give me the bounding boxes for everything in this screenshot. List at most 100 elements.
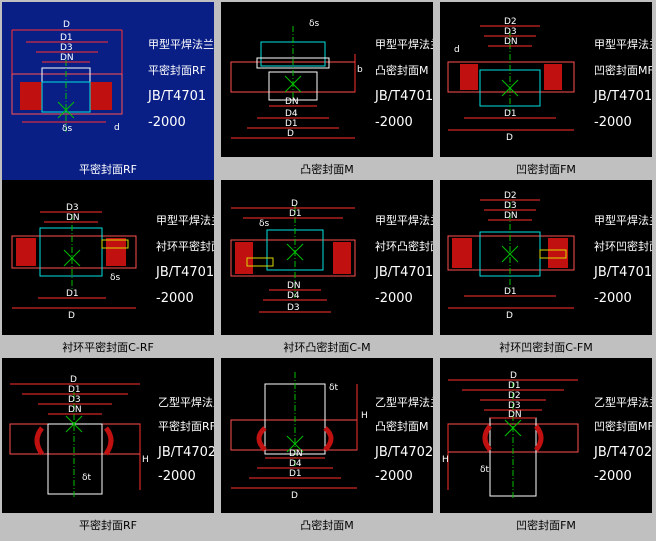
spec-line-3: JB/T4702 — [157, 445, 214, 460]
dim-D3: D3 — [287, 303, 300, 313]
flange-drawing: DN D4 D1 D δt H — [230, 372, 368, 501]
dim-D1: D1 — [289, 209, 302, 219]
spec-line-2: 凹密封面MF — [594, 63, 652, 77]
drawing-tile-7[interactable]: D D1 D3 DN δt H 乙型平焊法兰 平密封面RF JB/T4702 -… — [2, 358, 214, 536]
dim-delta-s: δs — [309, 19, 320, 29]
drawing-caption: 凹密封面FM — [516, 162, 576, 176]
spec-line-1: 甲型平焊法兰 — [594, 213, 652, 227]
dim-D: D — [291, 491, 298, 501]
drawing-caption: 凹密封面FM — [516, 518, 576, 532]
flange-drawing: D2 D3 DN D1 D — [447, 191, 575, 321]
spec-line-3: JB/T4701 — [147, 89, 206, 104]
dim-DN: DN — [508, 410, 522, 420]
spec-line-1: 甲型平焊法兰 — [375, 37, 433, 51]
spec-line-4: -2000 — [594, 469, 632, 484]
dim-D1: D1 — [66, 289, 79, 299]
flange-drawing: D D1 DN D4 D3 δs — [230, 199, 356, 313]
dim-D1: D1 — [60, 33, 73, 43]
spec-line-2: 平密封面RF — [148, 63, 206, 77]
dim-D: D — [68, 311, 75, 321]
spec-line-4: -2000 — [375, 291, 413, 306]
dim-D1: D1 — [285, 119, 298, 129]
spec-line-4: -2000 — [375, 115, 413, 130]
dim-D3: D3 — [508, 401, 521, 411]
spec-line-1: 甲型平焊法兰 — [594, 37, 652, 51]
drawing-canvas: D D1 DN D4 D3 δs 甲型平焊法兰 衬环凸密封面 JB/T4701 … — [221, 180, 433, 335]
spec-line-4: -2000 — [594, 115, 632, 130]
dim-D4: D4 — [289, 459, 302, 469]
spec-line-3: JB/T4702 — [593, 445, 652, 460]
dim-DN: DN — [504, 211, 518, 221]
drawing-tile-5[interactable]: D D1 DN D4 D3 δs 甲型平焊法兰 衬环凸密封面 JB/T4701 … — [221, 180, 433, 358]
spec-line-1: 甲型平焊法兰 — [375, 213, 433, 227]
spec-line-3: JB/T4701 — [374, 265, 433, 280]
dim-H: H — [142, 455, 149, 465]
drawing-tile-6[interactable]: D2 D3 DN D1 D 甲型平焊法兰 衬环凹密封面 JB/T4701 -20… — [440, 180, 652, 358]
dim-delta-t: δt — [480, 465, 490, 475]
spec-line-2: 平密封面RF — [158, 419, 214, 433]
drawing-tile-9[interactable]: D D1 D2 D3 DN δt H 乙型平焊法兰 凹密封面MF JB/T470… — [440, 358, 652, 536]
drawing-caption: 凸密封面M — [300, 518, 354, 532]
dim-delta-t: δt — [82, 473, 92, 483]
dim-D4: D4 — [287, 291, 300, 301]
drawing-canvas: D D1 D2 D3 DN δt H 乙型平焊法兰 凹密封面MF JB/T470… — [440, 358, 652, 513]
drawing-canvas: D2 D3 DN D1 D d 甲型平焊法兰 凹密封面MF JB/T4701 -… — [440, 2, 652, 157]
spec-line-4: -2000 — [375, 469, 413, 484]
dim-D3: D3 — [68, 395, 81, 405]
dim-D1: D1 — [289, 469, 302, 479]
dim-DN: DN — [289, 449, 303, 459]
dim-delta-s: δs — [62, 124, 73, 134]
spec-line-3: JB/T4701 — [593, 89, 652, 104]
dim-DN: DN — [66, 213, 80, 223]
spec-line-4: -2000 — [156, 291, 194, 306]
dim-delta-t: δt — [329, 383, 339, 393]
drawing-caption: 平密封面RF — [79, 518, 137, 532]
spec-line-2: 凸密封面M — [375, 419, 429, 433]
spec-line-3: JB/T4701 — [374, 89, 433, 104]
spec-line-3: JB/T4701 — [155, 265, 214, 280]
dim-D3: D3 — [504, 201, 517, 211]
dim-D3: D3 — [66, 203, 79, 213]
spec-line-2: 凸密封面M — [375, 63, 429, 77]
drawing-tile-2[interactable]: δs DN D4 D1 D b 甲型平焊法兰 凸密封面M JB/T4701 -2… — [221, 2, 433, 180]
dim-D2: D2 — [504, 17, 517, 27]
spec-line-1: 乙型平焊法兰 — [594, 395, 652, 409]
flange-drawing: D2 D3 DN D1 D d — [447, 17, 575, 143]
dim-D1: D1 — [504, 287, 517, 297]
dim-DN: DN — [285, 97, 299, 107]
spec-line-2: 衬环平密封面 — [156, 239, 214, 253]
drawing-caption: 衬环凹密封面C-FM — [499, 340, 593, 354]
spec-line-2: 衬环凹密封面 — [594, 239, 652, 253]
drawing-caption: 衬环平密封面C-RF — [62, 340, 154, 354]
dim-D3: D3 — [504, 27, 517, 37]
spec-line-4: -2000 — [148, 115, 186, 130]
dim-D: D — [70, 375, 77, 385]
dim-b: b — [357, 65, 363, 75]
dim-DN: DN — [287, 281, 301, 291]
spec-line-3: JB/T4702 — [374, 445, 433, 460]
dim-delta-s: δs — [110, 273, 121, 283]
drawing-tile-8[interactable]: DN D4 D1 D δt H 乙型平焊法兰 凸密封面M JB/T4702 -2… — [221, 358, 433, 536]
drawing-canvas: D D1 D3 DN δt H 乙型平焊法兰 平密封面RF JB/T4702 -… — [2, 358, 214, 513]
dim-D1: D1 — [508, 381, 521, 391]
flange-drawing: D D1 D3 DN δt H — [9, 375, 149, 498]
drawing-tile-3[interactable]: D2 D3 DN D1 D d 甲型平焊法兰 凹密封面MF JB/T4701 -… — [440, 2, 652, 180]
drawing-canvas: D3 DN D1 D δs 甲型平焊法兰 衬环平密封面 JB/T4701 -20… — [2, 180, 214, 335]
dim-d: d — [114, 123, 120, 133]
dim-D2: D2 — [504, 191, 517, 201]
spec-line-4: -2000 — [594, 291, 632, 306]
spec-line-1: 甲型平焊法兰 — [156, 213, 214, 227]
dim-H: H — [442, 455, 449, 465]
drawing-tile-1[interactable]: D D1 D3 DN δs d 甲型平焊法兰 平密封面RF JB/T4701 -… — [2, 2, 214, 180]
spec-line-2: 凹密封面MF — [594, 419, 652, 433]
drawing-canvas: D D1 D3 DN δs d 甲型平焊法兰 平密封面RF JB/T4701 -… — [2, 2, 214, 157]
dim-D3: D3 — [60, 43, 73, 53]
spec-line-1: 乙型平焊法兰 — [375, 395, 433, 409]
dim-D: D — [506, 133, 513, 143]
spec-line-2: 衬环凸密封面 — [375, 239, 433, 253]
flange-drawing: D D1 D3 DN δs d — [11, 20, 123, 134]
dim-D: D — [291, 199, 298, 209]
drawing-tile-4[interactable]: D3 DN D1 D δs 甲型平焊法兰 衬环平密封面 JB/T4701 -20… — [2, 180, 214, 358]
dim-delta-s: δs — [259, 219, 270, 229]
drawing-canvas: DN D4 D1 D δt H 乙型平焊法兰 凸密封面M JB/T4702 -2… — [221, 358, 433, 513]
